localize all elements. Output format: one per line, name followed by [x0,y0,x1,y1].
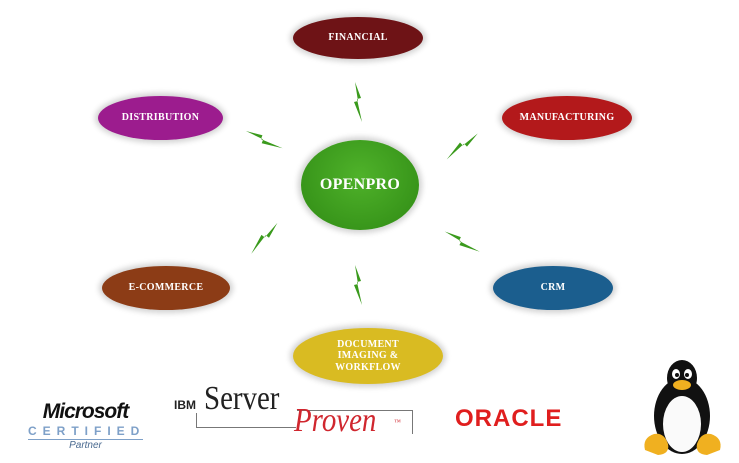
microsoft-wordmark: Microsoft [42,400,130,423]
lightning-bolt-icon [444,231,480,252]
ibm-server-proven-logo: IBM Server Proven ™ [172,380,417,440]
oracle-logo: ORACLE [455,405,563,432]
module-manufacturing: MANUFACTURING [502,96,632,140]
lightning-bolt-icon [354,265,362,305]
module-ecommerce: E-COMMERCE [102,266,230,310]
lightning-bolt-icon [251,222,278,254]
module-distribution: DISTRIBUTION [98,96,223,140]
hub-openpro: OPENPRO [301,140,419,230]
lightning-bolt-icon [354,82,362,122]
lightning-bolt-icon [446,133,478,160]
certified-text: CERTIFIED [28,424,146,440]
trademark-text: ™ [394,418,401,426]
partner-text: Partner [69,440,102,451]
proven-text: Proven [294,402,377,439]
ibm-text: IBM [174,398,196,412]
lightning-bolt-icon [245,130,283,149]
microsoft-certified-partner-logo: Microsoft CERTIFIED Partner [28,400,143,451]
linux-tux-penguin-icon [644,360,721,455]
module-crm: CRM [493,266,613,310]
module-financial: FINANCIAL [293,17,423,59]
server-text: Server [204,380,280,417]
module-document-imaging: DOCUMENT IMAGING & WORKFLOW [293,328,443,384]
